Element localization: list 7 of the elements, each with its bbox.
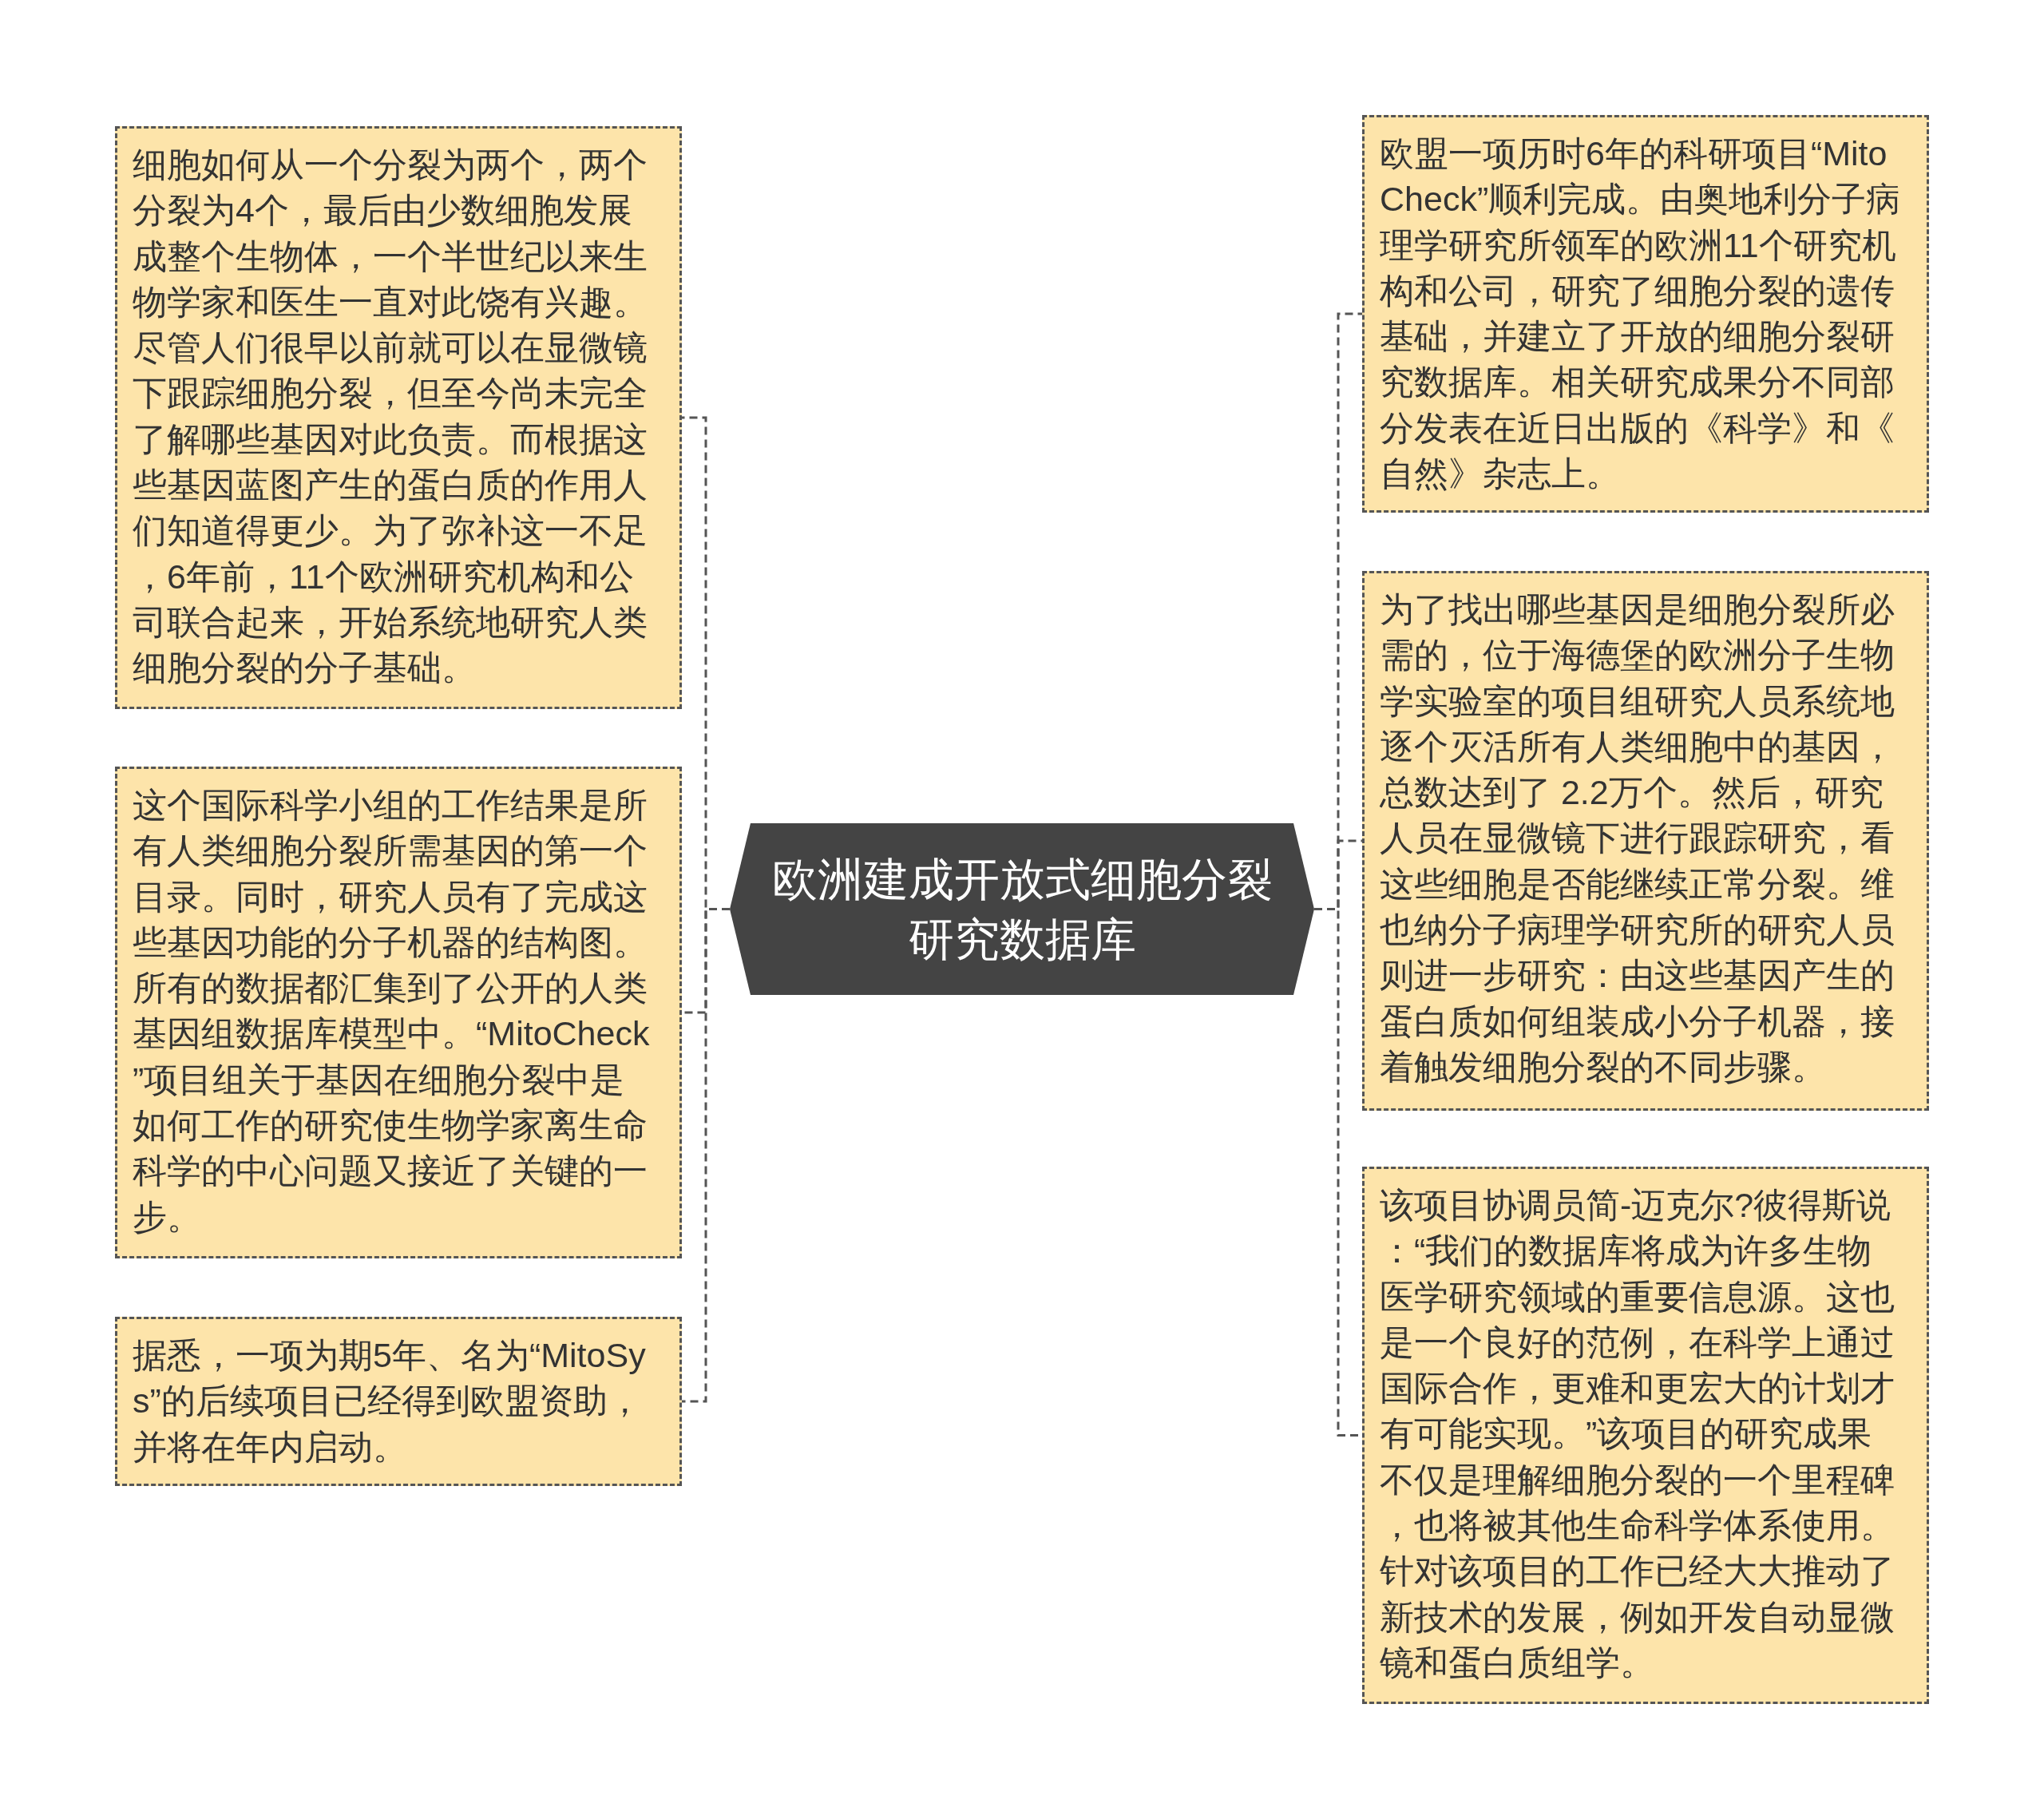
note-box: 细胞如何从一个分裂为两个，两个分裂为4个，最后由少数细胞发展成整个生物体，一个半世纪以来生物学家和医生一直对此饶有兴趣。尽管人们很早以前就可以在显微镜下跟踪细胞分裂，但至今尚未完全了解哪些基因对此负责。而根据这些基因蓝图产生的蛋白质的作用人们知道得更少。为了弥补这一不足，6年前，11个欧洲研究机构和公司联合起来，开始系统地研究人类细胞分裂的分子基础。	[115, 126, 682, 709]
note-box: 据悉，一项为期5年、名为“MitoSys”的后续项目已经得到欧盟资助，并将在年内启动。	[115, 1317, 682, 1486]
note-box: 为了找出哪些基因是细胞分裂所必需的，位于海德堡的欧洲分子生物学实验室的项目组研究人员系统地逐个灭活所有人类细胞中的基因，总数达到了 2.2万个。然后，研究人员在显微镜下进行跟踪研究，看这些细胞是否能继续正常分裂。维也纳分子病理学研究所的研究人员则进一步研究：由这些基因产生的蛋白质如何组装成小分子机器，接着触发细胞分裂的不同步骤。	[1362, 571, 1929, 1111]
hexagon-node: 欧洲建成开放式细胞分裂研究数据库	[730, 823, 1314, 995]
note-box: 欧盟一项历时6年的科研项目“MitoCheck”顺利完成。由奥地利分子病理学研究所领军的欧洲11个研究机构和公司，研究了细胞分裂的遗传基础，并建立了开放的细胞分裂研究数据库。相关研究成果分不同部分发表在近日出版的《科学》和《自然》杂志上。	[1362, 115, 1929, 513]
note-box: 该项目协调员简-迈克尔?彼得斯说：“我们的数据库将成为许多生物医学研究领域的重要信息源。这也是一个良好的范例，在科学上通过国际合作，更难和更宏大的计划才有可能实现。”该项目的研究成果不仅是理解细胞分裂的一个里程碑，也将被其他生命科学体系使用。针对该项目的工作已经大大推动了新技术的发展，例如开发自动显微镜和蛋白质组学。	[1362, 1167, 1929, 1704]
note-box: 这个国际科学小组的工作结果是所有人类细胞分裂所需基因的第一个目录。同时，研究人员有了完成这些基因功能的分子机器的结构图。所有的数据都汇集到了公开的人类基因组数据库模型中。“MitoCheck”项目组关于基因在细胞分裂中是如何工作的研究使生物学家离生命科学的中心问题又接近了关键的一步。	[115, 767, 682, 1258]
